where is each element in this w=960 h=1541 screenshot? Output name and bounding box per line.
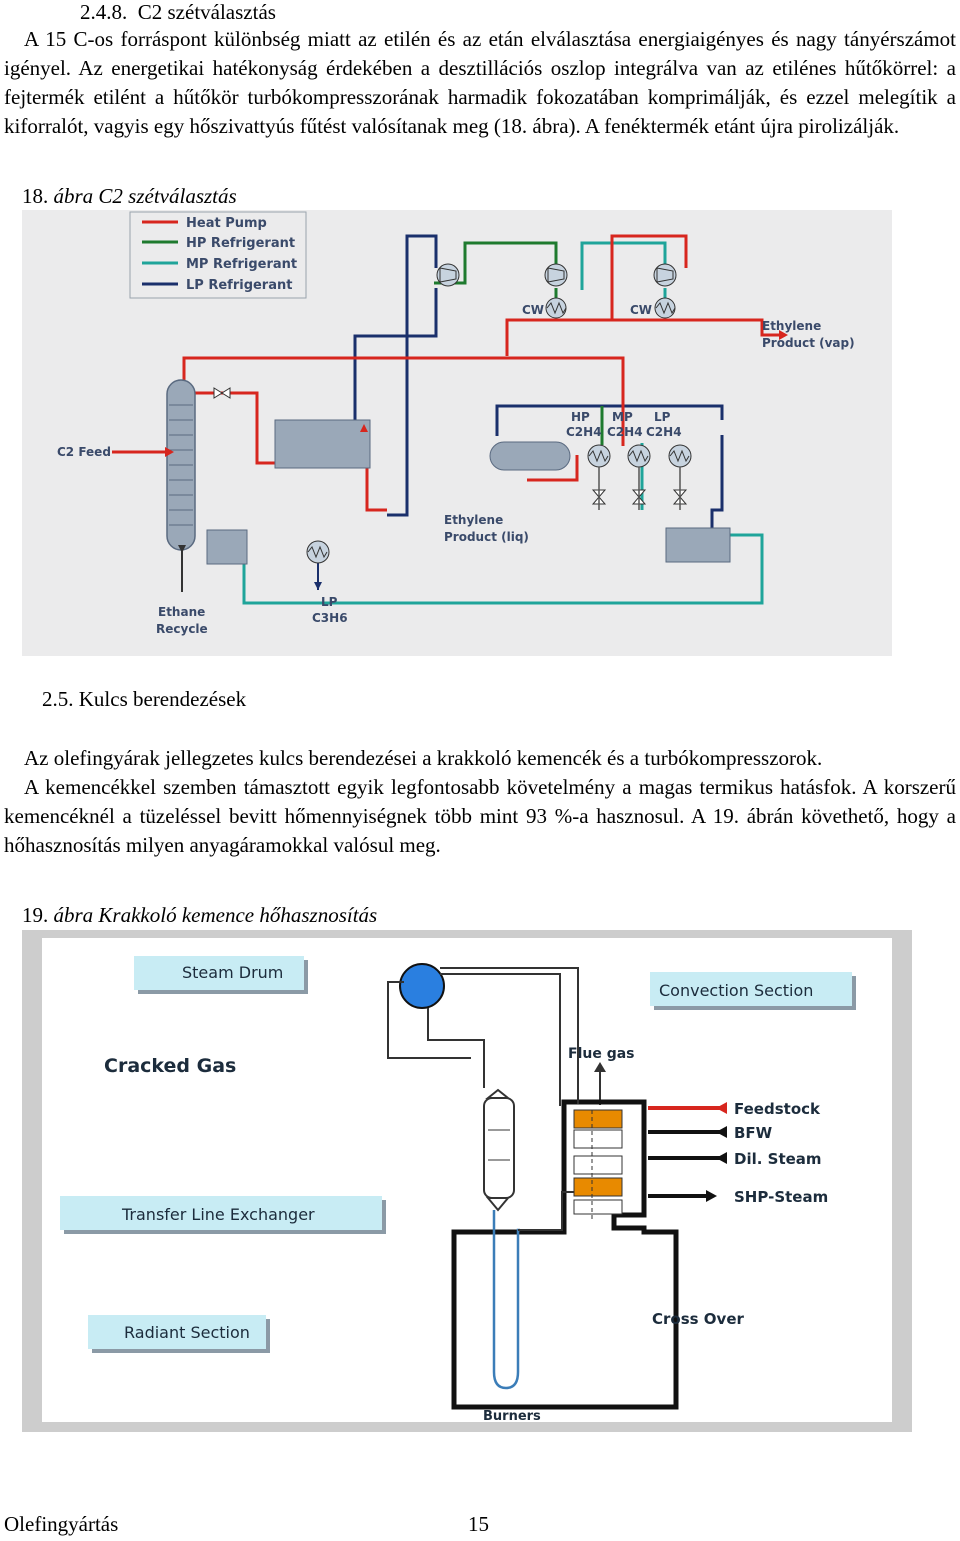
bfw-arrow-icon: [716, 1126, 727, 1138]
label-shp-steam: SHP-Steam: [734, 1188, 828, 1206]
compressor-icon-3: [653, 263, 677, 287]
arrow-down-icon: [178, 545, 186, 553]
subcooler-exchanger: [665, 527, 731, 563]
label-cw-2: CW: [630, 303, 652, 317]
compressor-icon-2: [544, 263, 568, 287]
legend-label-mp: MP Refrigerant: [186, 257, 297, 272]
footer-title: Olefingyártás: [4, 1512, 119, 1536]
caption-title: ábra C2 szétválasztás: [53, 184, 237, 208]
radiant-coil: [492, 1210, 520, 1390]
label-radiant-section: Radiant Section: [124, 1323, 250, 1342]
distillation-column: [166, 379, 196, 551]
figure-19-caption: 19. ábra Krakkoló kemence hőhasznosítás: [22, 903, 377, 928]
shp-steam-arrow-icon: [706, 1190, 717, 1202]
label-burners: Burners: [483, 1409, 541, 1424]
section-heading-2-5: 2.5. Kulcs berendezések: [42, 687, 246, 712]
label-mp-2: C2H4: [607, 425, 643, 439]
paragraph-2: A kemencékkel szemben támasztott egyik l…: [4, 775, 956, 857]
arrow-down-icon-c3: [314, 582, 322, 590]
coil-bfw: [573, 1129, 623, 1149]
label-cracked-gas: Cracked Gas: [104, 1055, 236, 1077]
label-steam-drum: Steam Drum: [182, 963, 283, 982]
furnace-outline: [451, 1099, 679, 1410]
transfer-line-exchanger-icon: [483, 1088, 515, 1212]
label-feedstock: Feedstock: [734, 1100, 821, 1118]
legend-label-lp: LP Refrigerant: [186, 278, 292, 293]
reboiler-exchanger: [274, 419, 371, 469]
section-heading-2-4-8: 2.4.8. C2 szétválasztás: [80, 0, 276, 25]
label-ethane-1: Ethane: [158, 605, 205, 619]
label-ethylene-vap-1: Ethylene: [762, 319, 821, 333]
arrow-right-icon: [779, 330, 788, 340]
label-ethylene-liq-1: Ethylene: [444, 513, 503, 527]
arrow-up-icon: [360, 424, 368, 432]
label-lp-1: LP: [654, 410, 671, 424]
label-dil-steam: Dil. Steam: [734, 1150, 822, 1168]
label-bfw: BFW: [734, 1124, 773, 1142]
convection-section-label-box: Convection Section: [650, 972, 856, 1010]
coil-bottom: [573, 1199, 623, 1215]
caption-number: 19.: [22, 903, 49, 927]
cw-cooler-icon-1: [545, 297, 567, 319]
coil-shp-steam: [573, 1177, 623, 1197]
cw-cooler-icon-2: [654, 297, 676, 319]
steam-drum-icon: [399, 963, 445, 1009]
page-number: 15: [468, 1512, 489, 1536]
section-paragraph: A 15 C-os forráspont különbség miatt az …: [4, 25, 956, 141]
section-number: 2.4.8.: [80, 0, 128, 24]
valve-icon: [213, 387, 231, 399]
paragraph-text: A 15 C-os forráspont különbség miatt az …: [4, 27, 956, 138]
transfer-line-exchanger-label-box: Transfer Line Exchanger: [60, 1196, 386, 1234]
coil-feedstock: [573, 1109, 623, 1129]
feedstock-arrow-icon: [716, 1102, 727, 1114]
label-transfer-line-exchanger: Transfer Line Exchanger: [121, 1205, 315, 1224]
reflux-drum: [489, 441, 571, 471]
legend: Heat Pump HP Refrigerant MP Refrigerant …: [129, 211, 307, 299]
flue-gas-arrow-icon: [594, 1062, 606, 1072]
figure-18-caption: 18. ábra C2 szétválasztás: [22, 184, 237, 209]
paragraph-1: Az olefingyárak jellegzetes kulcs berend…: [24, 746, 823, 770]
label-lp-c3-1: LP: [321, 595, 338, 609]
coil-dil-steam: [573, 1155, 623, 1175]
label-convection-section: Convection Section: [659, 981, 813, 1000]
feed-arrow-icon: [165, 447, 174, 457]
label-mp-1: MP: [612, 410, 633, 424]
label-flue-gas: Flue gas: [568, 1046, 635, 1062]
label-hp-1: HP: [571, 410, 590, 424]
section-number: 2.5.: [42, 687, 74, 711]
figure-19-diagram: Steam Drum Convection Section Transfer L…: [22, 930, 912, 1432]
lp-exchanger-icon: [668, 444, 692, 468]
section-title: Kulcs berendezések: [78, 687, 247, 711]
c3-exchanger-icon: [306, 540, 330, 564]
label-ethane-2: Recycle: [156, 622, 208, 636]
legend-label-heat-pump: Heat Pump: [186, 216, 267, 231]
label-cross-over: Cross Over: [652, 1310, 744, 1328]
label-lp-c3-2: C3H6: [312, 611, 348, 625]
label-lp-2: C2H4: [646, 425, 682, 439]
steam-drum-label-box: Steam Drum: [134, 956, 308, 994]
label-c2-feed: C2 Feed: [57, 445, 111, 459]
label-ethylene-vap-2: Product (vap): [762, 336, 855, 350]
side-exchanger: [206, 529, 248, 565]
caption-title: ábra Krakkoló kemence hőhasznosítás: [53, 903, 378, 927]
label-cw-1: CW: [522, 303, 544, 317]
caption-number: 18.: [22, 184, 49, 208]
dil-steam-arrow-icon: [716, 1152, 727, 1164]
section-2-5-body: Az olefingyárak jellegzetes kulcs berend…: [4, 744, 956, 860]
compressor-icon-1: [436, 263, 460, 287]
legend-label-hp: HP Refrigerant: [186, 236, 295, 251]
figure-18-diagram: Heat Pump HP Refrigerant MP Refrigerant …: [22, 210, 892, 656]
radiant-section-label-box: Radiant Section: [88, 1315, 270, 1353]
mp-exchanger-icon: [627, 444, 651, 468]
section-title: C2 szétválasztás: [137, 0, 276, 24]
label-hp-2: C2H4: [566, 425, 602, 439]
hp-exchanger-icon: [587, 444, 611, 468]
label-ethylene-liq-2: Product (liq): [444, 530, 529, 544]
